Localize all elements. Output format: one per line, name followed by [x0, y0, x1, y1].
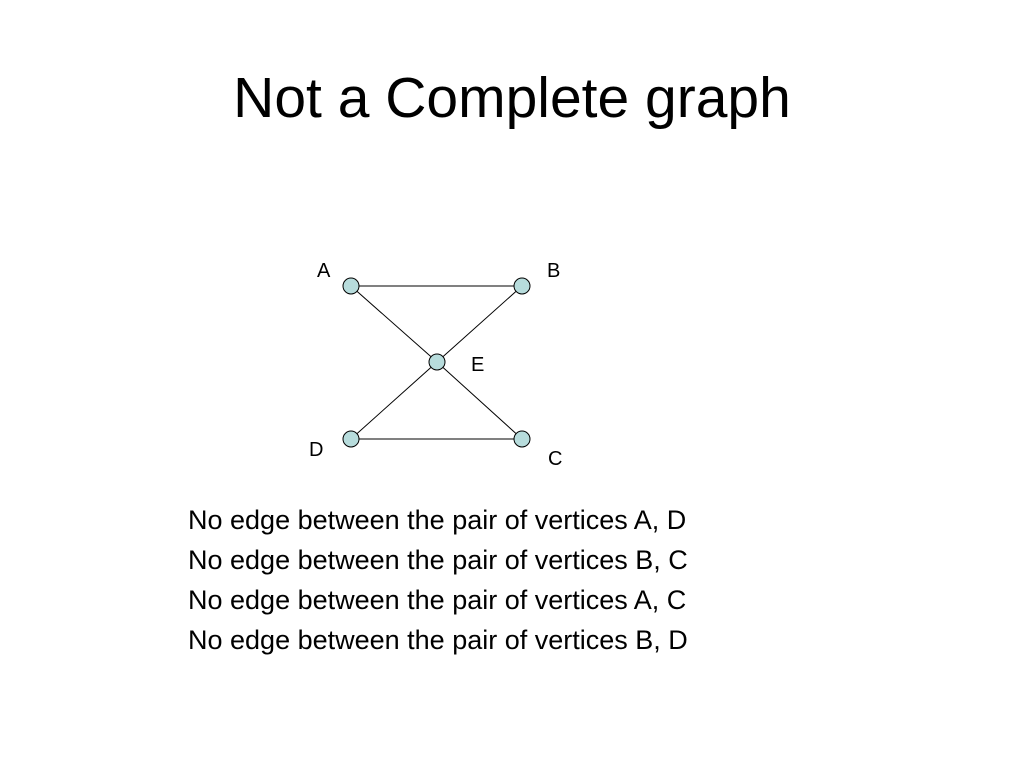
vertex-e: [428, 353, 446, 371]
vertex-label-c: C: [548, 448, 562, 470]
vertex-b: [513, 277, 531, 295]
vertex-d: [342, 430, 360, 448]
missing-edge-statement: No edge between the pair of vertices A, …: [188, 585, 687, 615]
vertex-label-d: D: [309, 439, 323, 461]
vertex-a: [342, 277, 360, 295]
missing-edge-statement: No edge between the pair of vertices B, …: [188, 545, 688, 575]
missing-edge-statements: No edge between the pair of vertices A, …: [188, 500, 688, 660]
slide-title: Not a Complete graph: [233, 66, 791, 130]
vertex-label-a: A: [317, 260, 331, 282]
edge-b-e: [436, 285, 523, 363]
missing-edge-statement: No edge between the pair of vertices A, …: [188, 505, 687, 535]
graph-edges: [350, 285, 523, 440]
edge-a-e: [350, 285, 438, 363]
vertex-c: [513, 430, 531, 448]
vertex-label-e: E: [471, 354, 484, 376]
edge-e-d: [350, 361, 438, 440]
edge-e-c: [436, 361, 523, 440]
graph-labels: A B E D C: [309, 260, 562, 470]
vertex-label-b: B: [547, 260, 560, 282]
missing-edge-statement: No edge between the pair of vertices B, …: [188, 625, 688, 655]
graph-vertices: [342, 277, 531, 448]
